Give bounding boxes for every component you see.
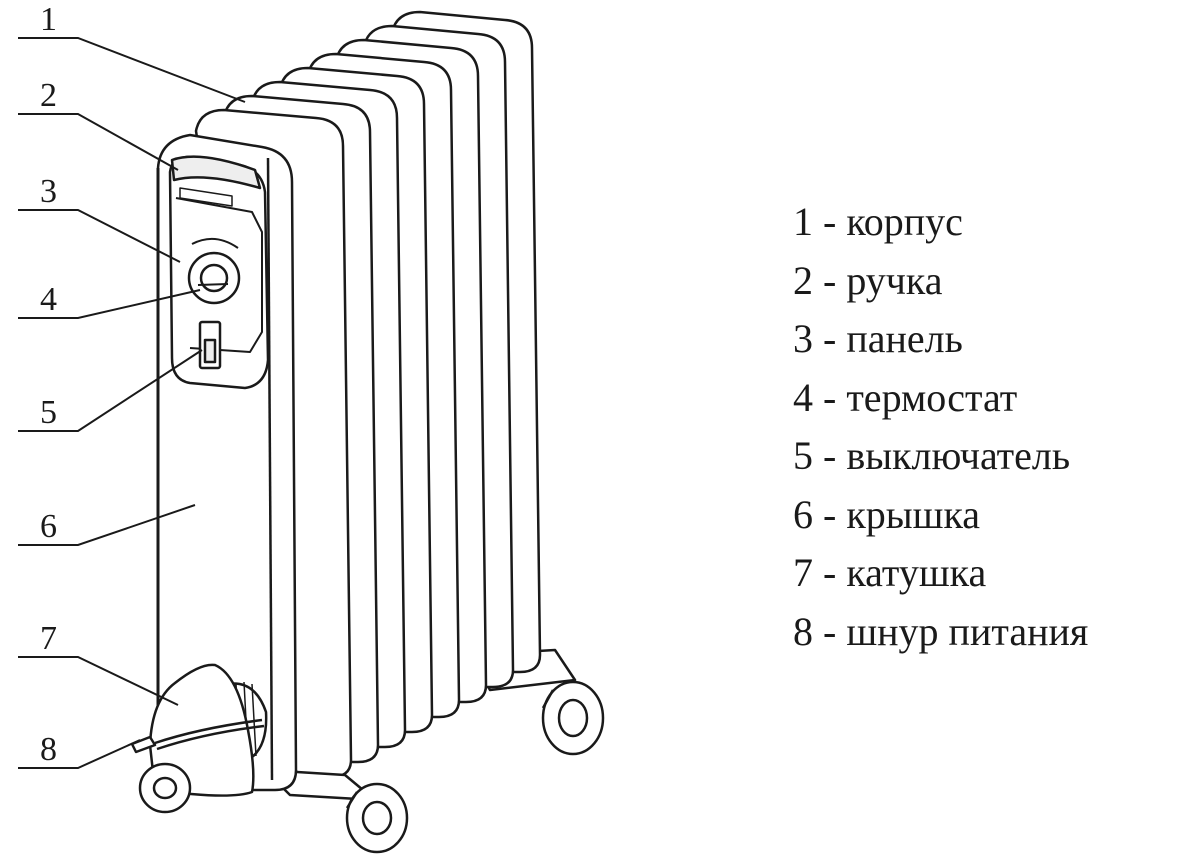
legend-item-7: 7 - катушка xyxy=(793,550,987,595)
legend-item-8: 8 - шнур питания xyxy=(793,608,1089,654)
parts-legend: 1 - корпус 2 - ручка 3 - панель 4 - терм… xyxy=(793,193,1088,661)
leader-line-2 xyxy=(18,113,179,171)
front-wheel xyxy=(345,782,409,854)
front-wheel xyxy=(138,762,192,814)
legend-item-3: 3 - панель xyxy=(793,316,963,361)
callout-number-3: 3 xyxy=(40,173,57,210)
back-wheel xyxy=(541,680,605,756)
legend-item-2: 2 - ручка xyxy=(793,257,943,303)
callout-number-8: 8 xyxy=(40,731,57,768)
leader-line-7 xyxy=(18,656,179,706)
legend-item-1: 1 - корпус xyxy=(793,199,963,244)
leader-line-3 xyxy=(18,209,181,263)
leader-lines xyxy=(18,37,246,769)
callout-number-7: 7 xyxy=(40,620,57,657)
power-switch xyxy=(198,320,222,370)
leader-line-8 xyxy=(18,739,141,769)
leader-line-6 xyxy=(18,504,196,546)
callout-number-2: 2 xyxy=(40,77,57,114)
leader-line-1 xyxy=(18,37,246,103)
callout-number-5: 5 xyxy=(40,394,57,431)
leader-line-5 xyxy=(18,349,203,432)
power-cord xyxy=(130,718,265,754)
legend-item-4: 4 - термостат xyxy=(793,374,1018,420)
callout-number-6: 6 xyxy=(40,508,57,545)
callout-number-4: 4 xyxy=(40,281,57,318)
legend-item-5: 5 - выключатель xyxy=(793,433,1071,478)
legend-item-6: 6 - крышка xyxy=(793,491,981,537)
brand-badge xyxy=(179,187,233,207)
leader-line-4 xyxy=(18,289,201,319)
handle xyxy=(170,155,262,190)
callout-number-1: 1 xyxy=(40,1,57,38)
thermostat-knob xyxy=(187,237,241,305)
